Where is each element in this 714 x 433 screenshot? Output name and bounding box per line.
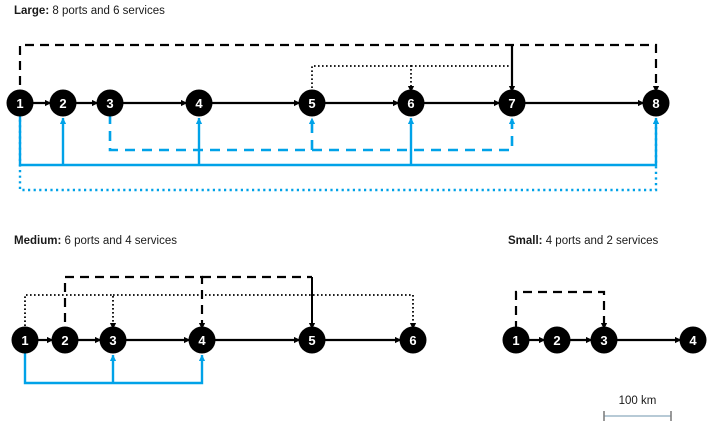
small-port-3[interactable]: 3 — [590, 326, 618, 354]
scalebar — [603, 411, 672, 421]
medium-service-black-dotted — [24, 294, 417, 330]
medium-ports: 1 2 3 4 5 6 — [11, 326, 427, 354]
medium-port-2[interactable]: 2 — [51, 326, 79, 354]
large-port-6[interactable]: 6 — [397, 89, 425, 117]
medium-panel-title-rest: 6 ports and 4 services — [61, 235, 177, 247]
small-port-4[interactable]: 4 — [679, 326, 707, 354]
medium-port-4[interactable]: 4 — [188, 326, 216, 354]
large-panel-title-rest: 8 ports and 6 services — [49, 5, 165, 17]
small-panel-title: Small: 4 ports and 2 services — [508, 234, 658, 248]
medium-panel-title: Medium: 6 ports and 4 services — [14, 234, 177, 248]
large-service-black-dotted — [311, 65, 512, 93]
large-port-2[interactable]: 2 — [49, 89, 77, 117]
large-panel-title-strong: Large: — [14, 5, 50, 17]
large-ports: 1 2 3 4 5 6 7 8 — [6, 89, 670, 117]
small-panel-title-strong: Small: — [508, 235, 543, 247]
medium-port-1[interactable]: 1 — [11, 326, 39, 354]
small-port-2[interactable]: 2 — [543, 326, 571, 354]
small-service-black-dashed — [514, 290, 608, 330]
large-port-5[interactable]: 5 — [298, 89, 326, 117]
large-service-blue-solid — [18, 114, 660, 167]
small-port-1[interactable]: 1 — [502, 326, 530, 354]
large-port-8[interactable]: 8 — [642, 89, 670, 117]
medium-service-blue-solid — [23, 351, 206, 385]
medium-panel-title-strong: Medium: — [14, 235, 62, 247]
large-panel-title: Large: 8 ports and 6 services — [14, 4, 165, 18]
medium-service-black-dashed — [63, 275, 316, 337]
small-panel-title-rest: 4 ports and 2 services — [542, 235, 659, 247]
medium-port-3[interactable]: 3 — [99, 326, 127, 354]
large-port-3[interactable]: 3 — [96, 89, 124, 117]
small-ports: 1 2 3 4 — [502, 326, 707, 354]
large-service-blue-dotted — [18, 114, 660, 192]
large-service-blue-dashed — [108, 114, 516, 152]
scalebar-label: 100 km — [618, 395, 657, 407]
medium-port-6[interactable]: 6 — [399, 326, 427, 354]
large-port-4[interactable]: 4 — [185, 89, 213, 117]
large-port-7[interactable]: 7 — [498, 89, 526, 117]
large-port-1[interactable]: 1 — [6, 89, 34, 117]
medium-port-5[interactable]: 5 — [298, 326, 326, 354]
